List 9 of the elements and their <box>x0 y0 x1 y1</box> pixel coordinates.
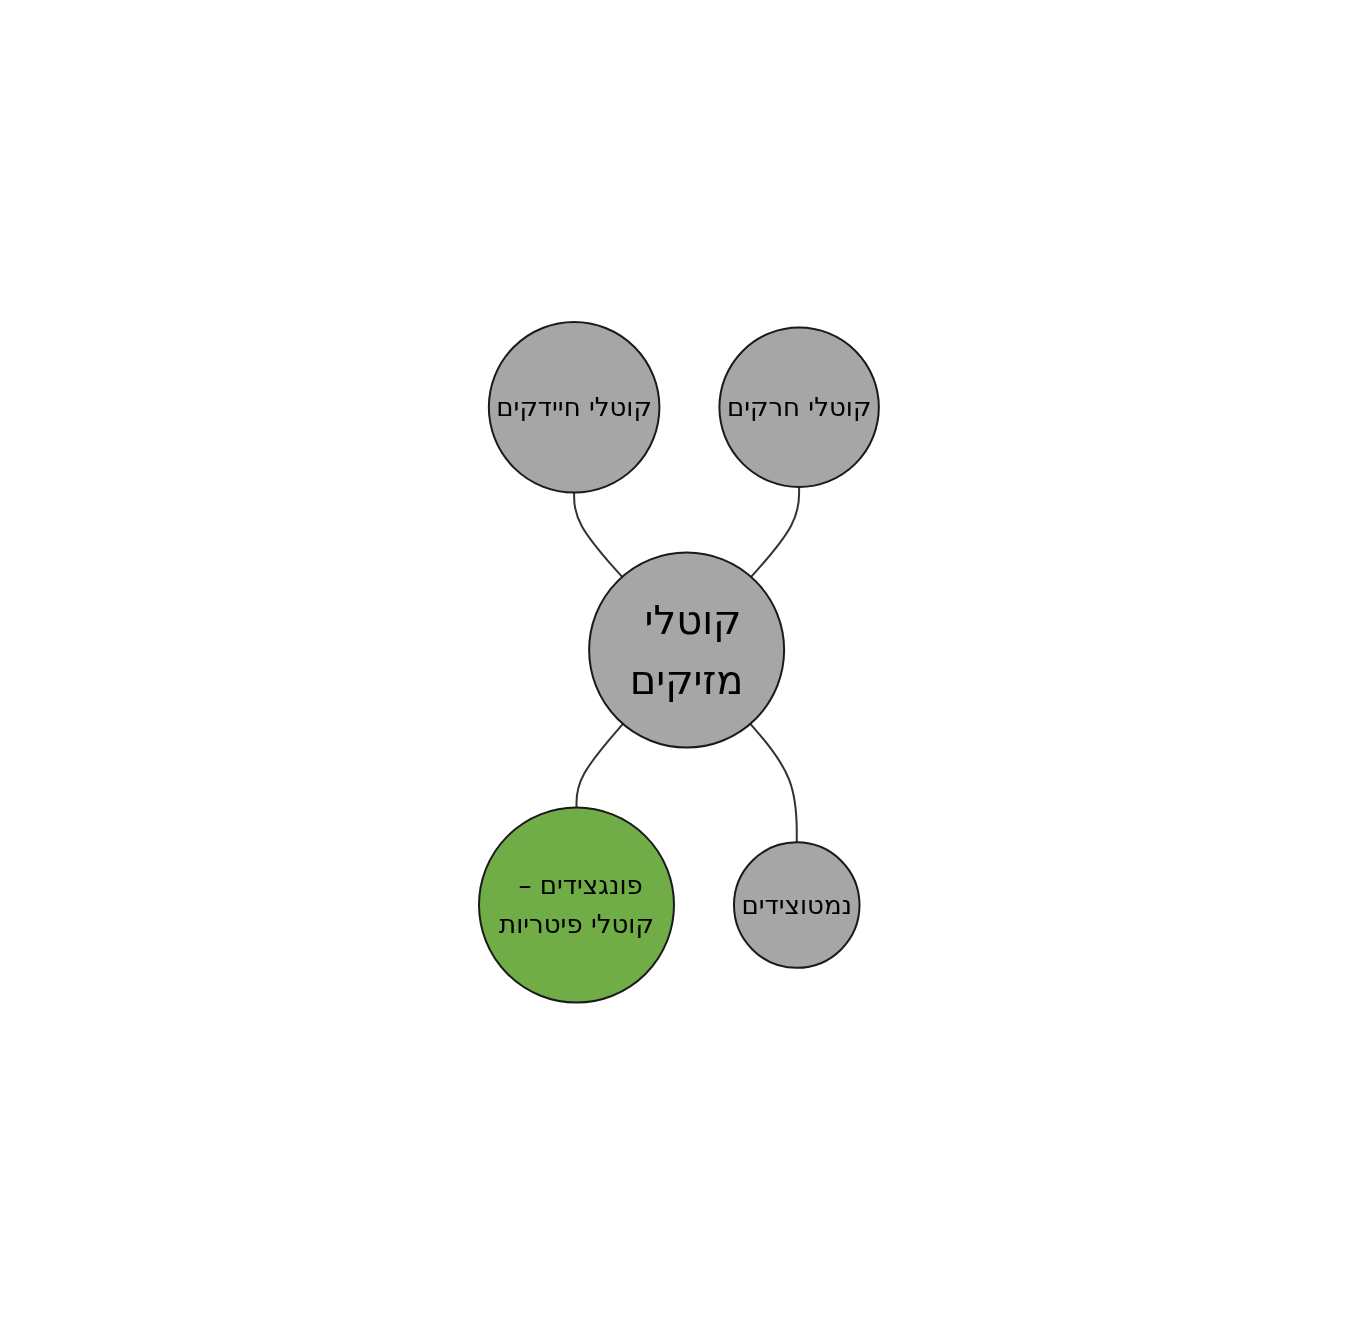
connector <box>750 486 801 579</box>
node-circle: קוטלי חיידקים <box>487 321 661 494</box>
connector <box>573 491 624 579</box>
node-circle: קוטלי חרקים <box>718 326 880 489</box>
connector <box>749 723 798 844</box>
node-circle: נמטוצידים <box>733 841 861 970</box>
node-circle: פונגצידים – קוטלי פיטריות <box>478 806 676 1004</box>
node-circle: קוטלי מזיקים <box>588 551 786 749</box>
connector <box>575 723 624 809</box>
